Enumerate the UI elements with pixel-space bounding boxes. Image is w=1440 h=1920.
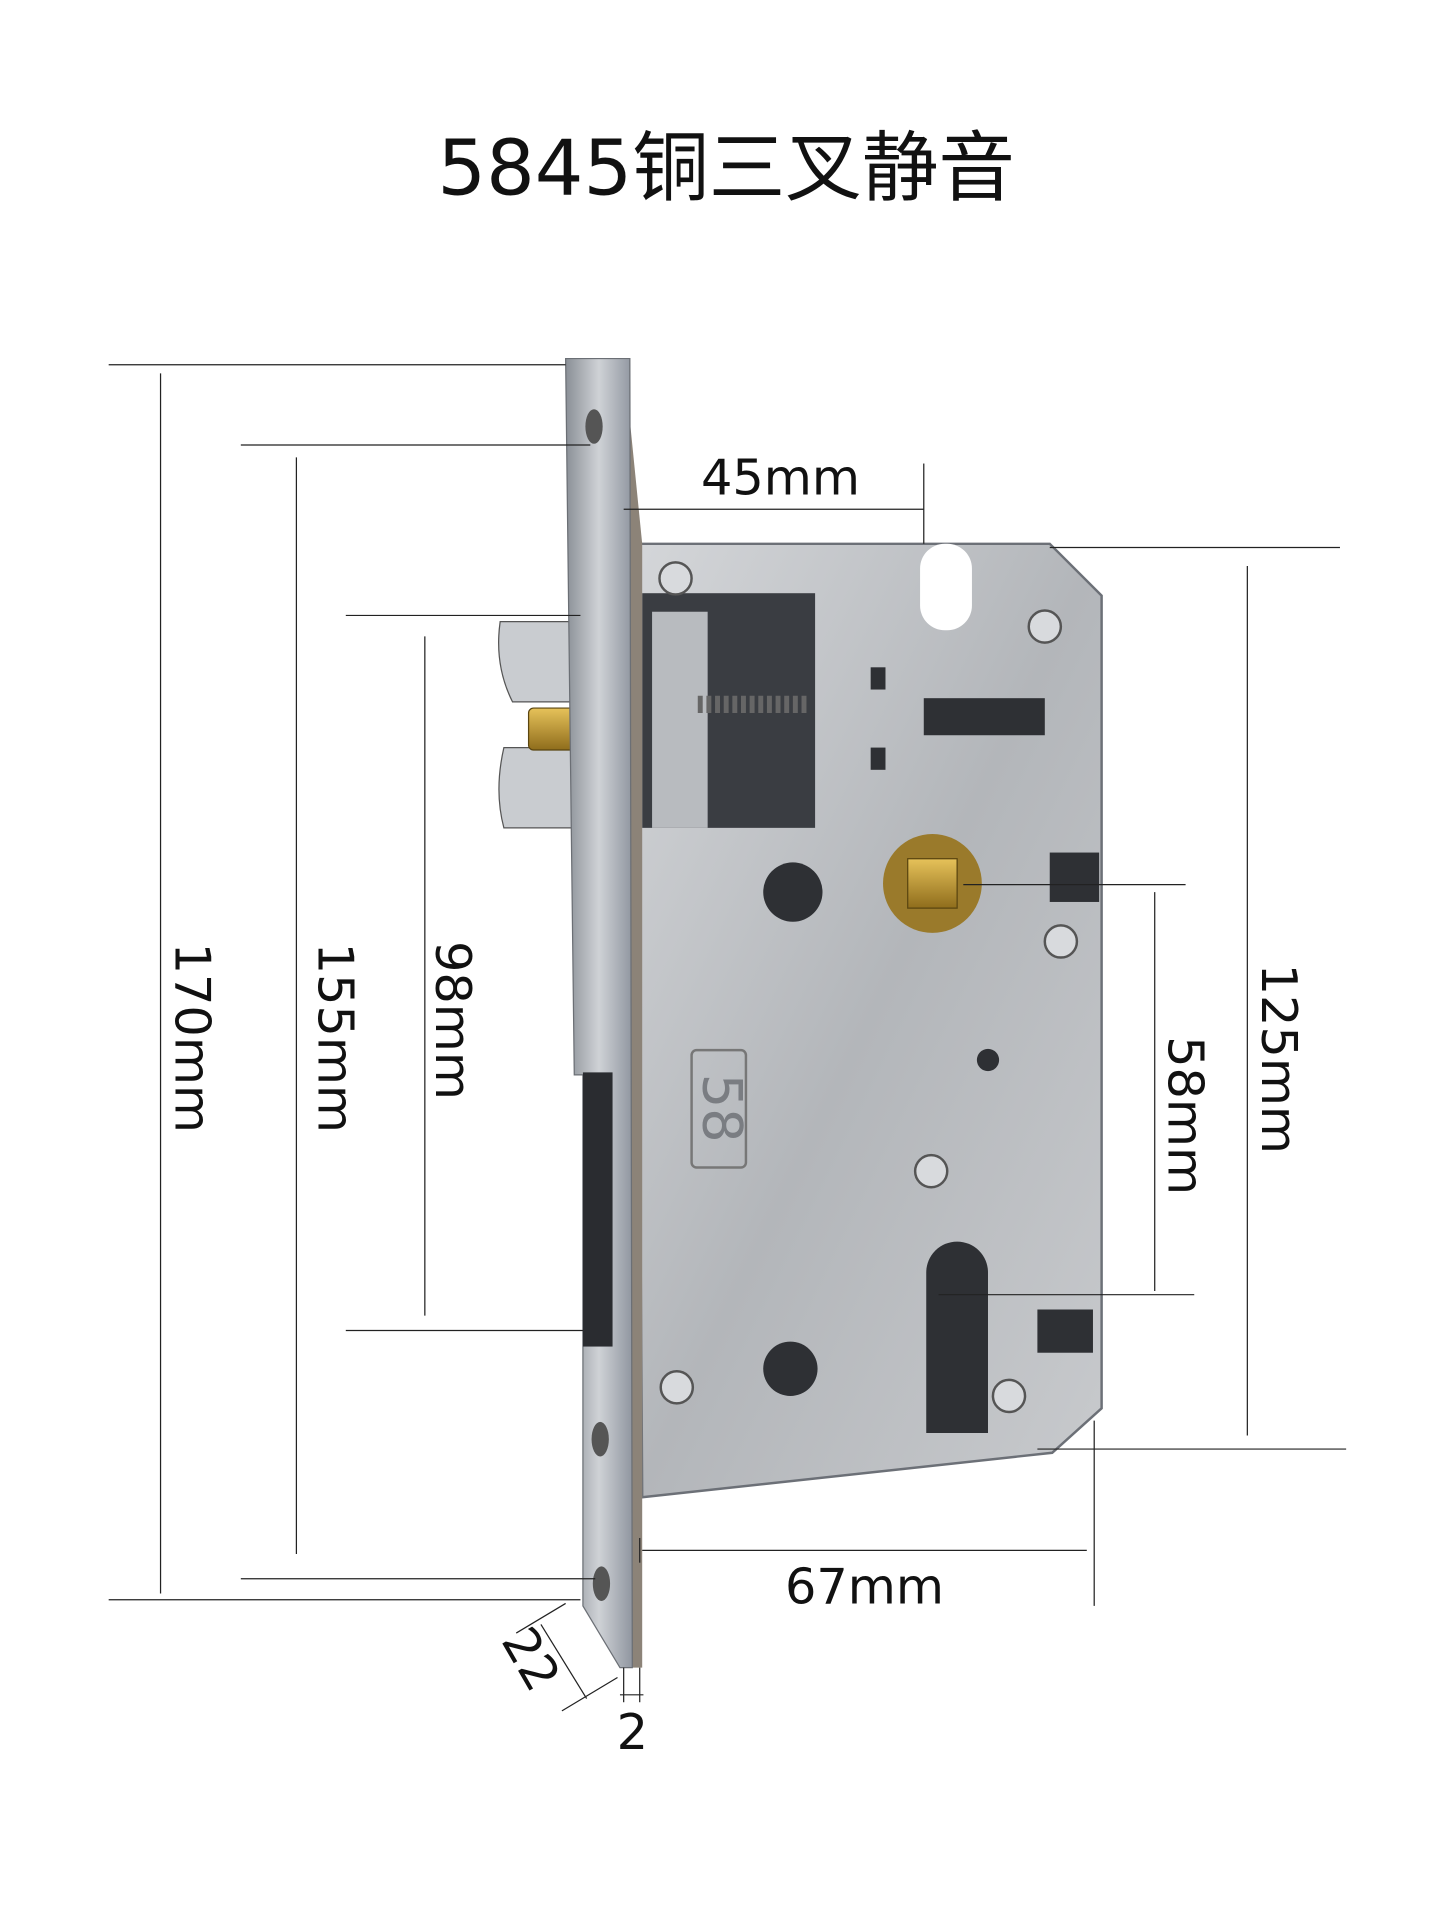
dim-22: 22	[490, 1617, 572, 1700]
cylinder-hole	[926, 1241, 988, 1434]
screw-icon	[913, 1153, 949, 1189]
dim-45mm: 45mm	[701, 448, 860, 506]
dim-67mm: 67mm	[785, 1557, 944, 1615]
screws	[658, 561, 1079, 1414]
lock-case: 58	[634, 542, 1103, 1499]
dim-58mm: 58mm	[1156, 1036, 1214, 1195]
dim-2: 2	[617, 1703, 648, 1761]
faceplate	[565, 357, 643, 1669]
dim-98mm: 98mm	[424, 941, 482, 1100]
screw-icon	[1043, 924, 1079, 959]
deadbolt-slot	[582, 1072, 613, 1347]
page-title: 5845铜三叉静音	[437, 124, 1015, 213]
dim-155mm: 155mm	[307, 943, 365, 1133]
screw-icon	[1027, 609, 1063, 644]
case-marking: 58	[691, 1074, 754, 1143]
screw-icon	[658, 561, 693, 596]
slot-notch	[920, 543, 972, 631]
screw-icon	[659, 1370, 695, 1405]
dim-170mm: 170mm	[163, 943, 221, 1133]
dimension-lines	[108, 364, 1347, 1712]
dim-125mm: 125mm	[1250, 964, 1308, 1154]
hole	[763, 862, 823, 922]
screw-icon	[991, 1378, 1027, 1414]
